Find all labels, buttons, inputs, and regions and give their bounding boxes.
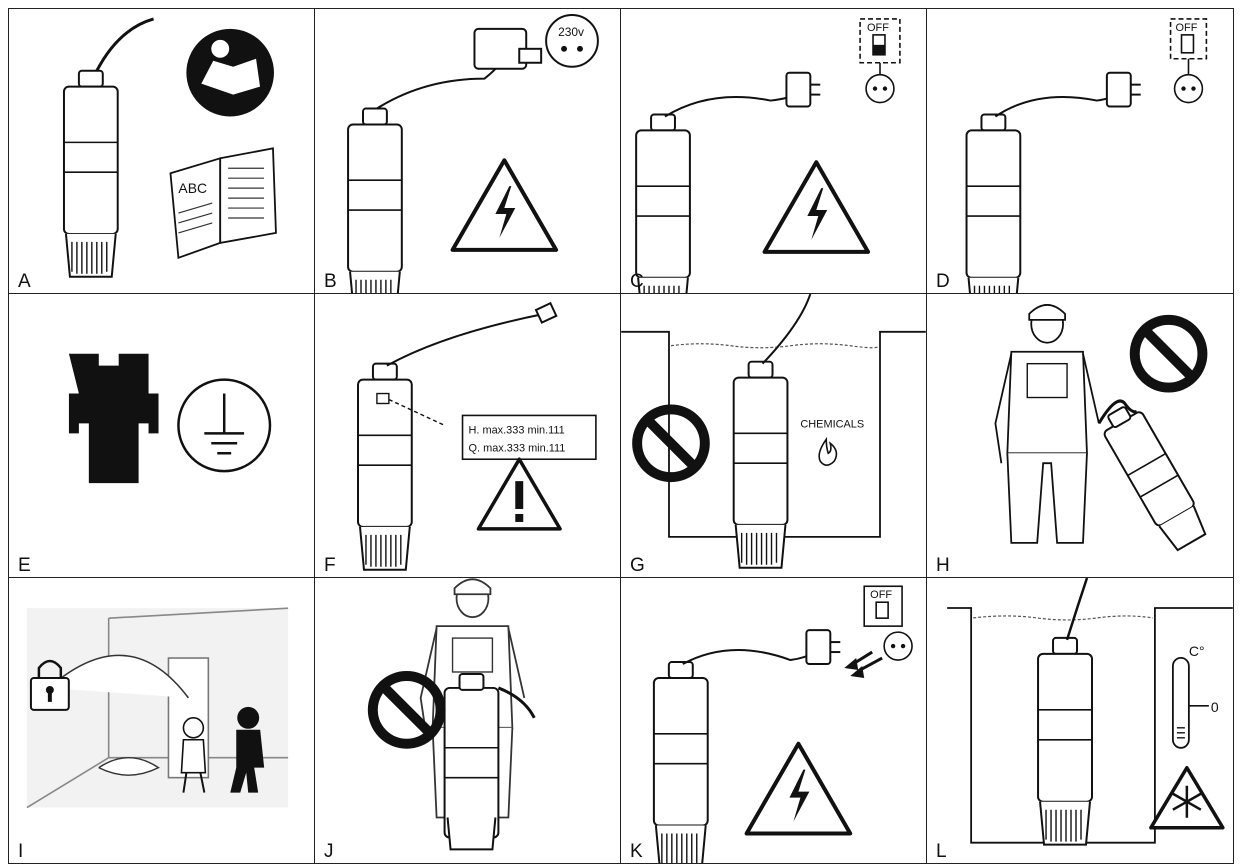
panel-k-illustration: OFF bbox=[652, 585, 913, 863]
off-switch-icon: OFF bbox=[859, 18, 901, 64]
pump-icon bbox=[635, 113, 691, 293]
read-manual-icon bbox=[186, 28, 274, 117]
panel-a: ABC A bbox=[9, 9, 315, 294]
power-adapter-icon bbox=[805, 629, 842, 666]
panel-f-illustration: H. max.333 min.111 Q. max.333 min.111 bbox=[357, 301, 597, 571]
manual-book-icon: ABC bbox=[169, 147, 277, 260]
off-switch-icon: OFF bbox=[863, 585, 903, 628]
pump-icon bbox=[347, 107, 403, 293]
socket-230v-icon: 230v bbox=[545, 13, 599, 68]
frost-warning-icon bbox=[1149, 766, 1225, 830]
socket-icon bbox=[883, 631, 913, 662]
person-silhouette-icon bbox=[230, 707, 265, 793]
protection-class-icon bbox=[68, 353, 159, 483]
panel-h: H bbox=[927, 294, 1233, 579]
panel-e-label: E bbox=[18, 555, 31, 577]
panel-l: C° 0 L bbox=[927, 578, 1233, 863]
prohibited-icon bbox=[1135, 320, 1203, 388]
panel-i: I bbox=[9, 578, 315, 863]
prohibited-icon bbox=[637, 409, 705, 477]
rating-plate: H. max.333 min.111 Q. max.333 min.111 bbox=[461, 414, 597, 460]
panel-l-illustration: C° 0 bbox=[947, 578, 1233, 847]
celsius-label: C° bbox=[1189, 643, 1205, 659]
panel-g-label: G bbox=[630, 555, 645, 577]
pump-icon bbox=[62, 69, 119, 278]
panel-e: E bbox=[9, 293, 315, 579]
child-icon bbox=[180, 717, 207, 794]
power-adapter-icon bbox=[785, 71, 822, 108]
panel-g-illustration: CHEMICALS bbox=[621, 293, 926, 569]
voltage-label: 230v bbox=[558, 25, 584, 39]
panel-c-illustration: OFF bbox=[635, 18, 901, 293]
panel-e-illustration bbox=[68, 353, 272, 483]
panel-j-illustration bbox=[315, 578, 536, 851]
pump-icon bbox=[652, 661, 709, 863]
plug-icon bbox=[534, 301, 558, 324]
panel-b-illustration: 230v bbox=[347, 13, 599, 293]
chemicals-label: CHEMICALS bbox=[800, 418, 864, 430]
socket-icon bbox=[865, 73, 895, 104]
panel-j: J bbox=[315, 578, 621, 863]
off-switch-icon: OFF bbox=[1169, 18, 1208, 60]
socket-icon bbox=[1173, 73, 1204, 104]
electric-warning-icon bbox=[762, 160, 871, 254]
ground-symbol-icon bbox=[177, 378, 272, 473]
power-adapter-icon bbox=[473, 27, 543, 70]
pump-icon bbox=[1103, 405, 1207, 552]
panel-a-label: A bbox=[18, 270, 31, 292]
plate-head-text: H. max.333 min.111 bbox=[468, 424, 564, 436]
panel-c-label: C bbox=[630, 270, 644, 292]
panel-b-label: B bbox=[324, 270, 337, 292]
padlock-icon bbox=[29, 660, 70, 712]
panel-i-label: I bbox=[18, 840, 24, 862]
panel-d: OFF D bbox=[927, 9, 1233, 294]
panel-j-label: J bbox=[324, 840, 334, 862]
switch-off-text: OFF bbox=[867, 22, 889, 34]
pump-icon bbox=[357, 362, 413, 571]
switch-off-text: OFF bbox=[1176, 22, 1198, 34]
panel-h-label: H bbox=[936, 555, 950, 577]
panel-d-illustration: OFF bbox=[965, 18, 1208, 293]
panel-f: H. max.333 min.111 Q. max.333 min.111 F bbox=[315, 293, 621, 579]
plate-flow-text: Q. max.333 min.111 bbox=[468, 442, 565, 454]
panel-k-label: K bbox=[630, 840, 643, 862]
pump-icon bbox=[965, 113, 1022, 293]
unplug-arrows-icon bbox=[844, 651, 883, 679]
panel-k: OFF K bbox=[621, 578, 927, 863]
panel-f-label: F bbox=[324, 555, 336, 577]
panel-i-illustration bbox=[26, 607, 289, 809]
thermometer-icon: C° 0 bbox=[1171, 643, 1219, 750]
panel-d-label: D bbox=[936, 270, 950, 292]
panel-g: CHEMICALS G bbox=[621, 293, 927, 579]
pump-icon bbox=[732, 360, 789, 569]
panel-c: OFF C bbox=[621, 9, 927, 294]
zero-degree-label: 0 bbox=[1211, 699, 1219, 715]
pump-icon bbox=[443, 673, 500, 851]
pump-icon bbox=[1037, 637, 1093, 847]
instruction-grid: ABC A 230v B bbox=[8, 8, 1234, 864]
flame-icon bbox=[818, 436, 838, 466]
switch-off-text: OFF bbox=[870, 590, 892, 602]
caution-warning-icon bbox=[476, 457, 562, 531]
panel-b: 230v B bbox=[315, 9, 621, 294]
panel-l-label: L bbox=[936, 840, 947, 862]
panel-a-illustration: ABC bbox=[62, 17, 277, 278]
electric-warning-icon bbox=[450, 158, 559, 252]
power-adapter-icon bbox=[1105, 71, 1142, 108]
prohibited-icon bbox=[373, 676, 441, 744]
panel-h-illustration bbox=[994, 303, 1233, 552]
worker-icon bbox=[994, 303, 1100, 544]
electric-warning-icon bbox=[744, 742, 853, 836]
book-cover-text: ABC bbox=[178, 180, 207, 196]
